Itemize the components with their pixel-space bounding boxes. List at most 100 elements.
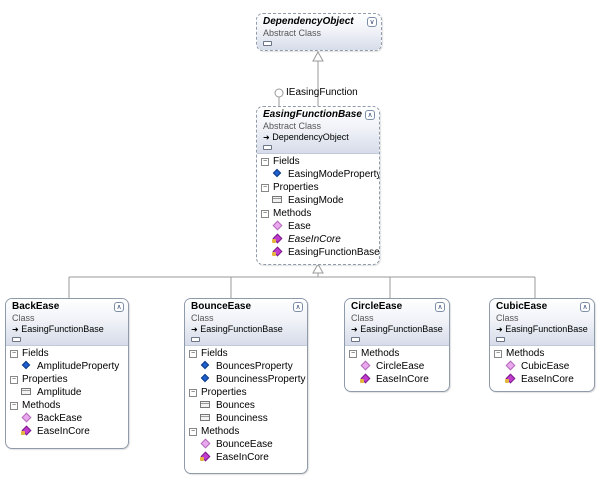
collapse-section-icon[interactable]: −: [261, 184, 269, 192]
collapse-chevron-icon[interactable]: ∧: [293, 302, 303, 312]
inherits-arrow-icon: ➜: [263, 133, 270, 142]
class-cubic-ease[interactable]: CubicEase Class ➜ EasingFunctionBase ∧ −…: [489, 298, 595, 392]
class-body: −Methods CubicEase EaseInCore: [490, 346, 594, 390]
class-base: ➜ EasingFunctionBase: [191, 324, 287, 335]
class-body: −Methods CircleEase EaseInCore: [345, 346, 449, 390]
inheritance-arrowhead-dependency-object: [312, 50, 324, 62]
member-field[interactable]: BouncinessProperty: [185, 373, 307, 386]
section-fields[interactable]: −Fields: [185, 347, 307, 360]
member-field[interactable]: EasingModeProperty: [257, 168, 379, 181]
class-header: CircleEase Class ➜ EasingFunctionBase ∧: [345, 299, 449, 346]
member-property[interactable]: Bounces: [185, 399, 307, 412]
collapse-section-icon[interactable]: −: [494, 350, 502, 358]
class-name: BounceEase: [191, 301, 252, 312]
member-method[interactable]: EaseInCore: [257, 233, 379, 246]
collapse-section-icon[interactable]: −: [349, 350, 357, 358]
member-name: EaseInCore: [288, 234, 341, 245]
member-method[interactable]: EaseInCore: [490, 373, 594, 386]
section-methods[interactable]: −Methods: [345, 347, 449, 360]
class-back-ease[interactable]: BackEase Class ➜ EasingFunctionBase ∧ −F…: [5, 298, 129, 449]
expand-chevron-icon[interactable]: ∨: [367, 17, 377, 27]
class-dependency-object[interactable]: DependencyObject Abstract Class ∨: [256, 13, 382, 51]
section-properties[interactable]: −Properties: [257, 181, 379, 194]
method-icon: [272, 247, 282, 256]
class-kind: Abstract Class: [263, 121, 322, 131]
member-name: Bounces: [216, 400, 255, 411]
member-method[interactable]: CubicEase: [490, 360, 594, 373]
collapse-chevron-icon[interactable]: ∧: [114, 302, 124, 312]
class-base: ➜ EasingFunctionBase: [496, 324, 588, 335]
member-method[interactable]: Ease: [257, 220, 379, 233]
class-easing-function-base[interactable]: EasingFunctionBase Abstract Class ➜ Depe…: [256, 106, 380, 265]
class-base-name: EasingFunctionBase: [21, 324, 104, 334]
class-base-name: DependencyObject: [272, 132, 349, 142]
field-icon: [21, 361, 31, 370]
collapse-chevron-icon[interactable]: ∧: [365, 110, 375, 120]
section-fields[interactable]: −Fields: [257, 155, 379, 168]
class-base-name: EasingFunctionBase: [200, 324, 283, 334]
field-icon: [200, 374, 210, 383]
section-title: Properties: [201, 387, 247, 398]
member-field[interactable]: BouncesProperty: [185, 360, 307, 373]
class-circle-ease[interactable]: CircleEase Class ➜ EasingFunctionBase ∧ …: [344, 298, 450, 392]
collapse-chevron-icon[interactable]: ∧: [580, 302, 590, 312]
member-property[interactable]: Amplitude: [6, 386, 128, 399]
member-method[interactable]: CircleEase: [345, 360, 449, 373]
class-header: DependencyObject Abstract Class ∨: [257, 14, 381, 50]
collapse-section-icon[interactable]: −: [10, 402, 18, 410]
section-title: Properties: [22, 374, 68, 385]
member-name: BounceEase: [216, 439, 273, 450]
class-body: −Fields BouncesProperty BouncinessProper…: [185, 346, 307, 468]
section-properties[interactable]: −Properties: [185, 386, 307, 399]
collapse-chevron-icon[interactable]: ∧: [435, 302, 445, 312]
section-title: Fields: [22, 348, 49, 359]
method-icon: [505, 361, 515, 370]
member-method[interactable]: BounceEase: [185, 438, 307, 451]
class-body: −Fields EasingModeProperty −Properties E…: [257, 154, 379, 263]
collapse-section-icon[interactable]: −: [261, 210, 269, 218]
collapse-section-icon[interactable]: −: [10, 350, 18, 358]
collapse-section-icon[interactable]: −: [261, 158, 269, 166]
section-methods[interactable]: −Methods: [185, 425, 307, 438]
section-methods[interactable]: −Methods: [257, 207, 379, 220]
collapse-section-icon[interactable]: −: [189, 350, 197, 358]
member-property[interactable]: Bounciness: [185, 412, 307, 425]
class-name: CircleEase: [351, 301, 403, 312]
member-name: CubicEase: [521, 361, 570, 372]
method-icon: [272, 234, 282, 243]
field-icon: [200, 361, 210, 370]
inherits-arrow-icon: ➜: [191, 325, 198, 334]
collapse-section-icon[interactable]: −: [189, 428, 197, 436]
member-method[interactable]: EaseInCore: [345, 373, 449, 386]
member-method[interactable]: EaseInCore: [185, 451, 307, 464]
section-properties[interactable]: −Properties: [6, 373, 128, 386]
collapsed-members-icon: [496, 337, 505, 342]
class-name: DependencyObject: [263, 16, 354, 27]
collapse-section-icon[interactable]: −: [10, 376, 18, 384]
member-field[interactable]: AmplitudeProperty: [6, 360, 128, 373]
section-methods[interactable]: −Methods: [6, 399, 128, 412]
member-property[interactable]: EasingMode: [257, 194, 379, 207]
member-name: EasingMode: [288, 195, 344, 206]
property-icon: [200, 400, 210, 409]
member-name: EaseInCore: [216, 452, 269, 463]
class-kind: Class: [191, 313, 214, 323]
class-base: ➜ EasingFunctionBase: [351, 324, 443, 335]
member-name: EaseInCore: [376, 374, 429, 385]
member-name: Ease: [288, 221, 311, 232]
member-method[interactable]: EaseInCore: [6, 425, 128, 438]
member-method[interactable]: EasingFunctionBase: [257, 246, 379, 259]
class-kind: Class: [12, 313, 35, 323]
collapse-section-icon[interactable]: −: [189, 389, 197, 397]
class-bounce-ease[interactable]: BounceEase Class ➜ EasingFunctionBase ∧ …: [184, 298, 308, 474]
method-icon: [360, 361, 370, 370]
property-icon: [200, 413, 210, 422]
section-methods[interactable]: −Methods: [490, 347, 594, 360]
member-method[interactable]: BackEase: [6, 412, 128, 425]
member-name: BouncesProperty: [216, 361, 293, 372]
property-icon: [272, 195, 282, 204]
section-fields[interactable]: −Fields: [6, 347, 128, 360]
section-title: Methods: [506, 348, 545, 359]
member-name: BackEase: [37, 413, 83, 424]
method-icon: [360, 374, 370, 383]
